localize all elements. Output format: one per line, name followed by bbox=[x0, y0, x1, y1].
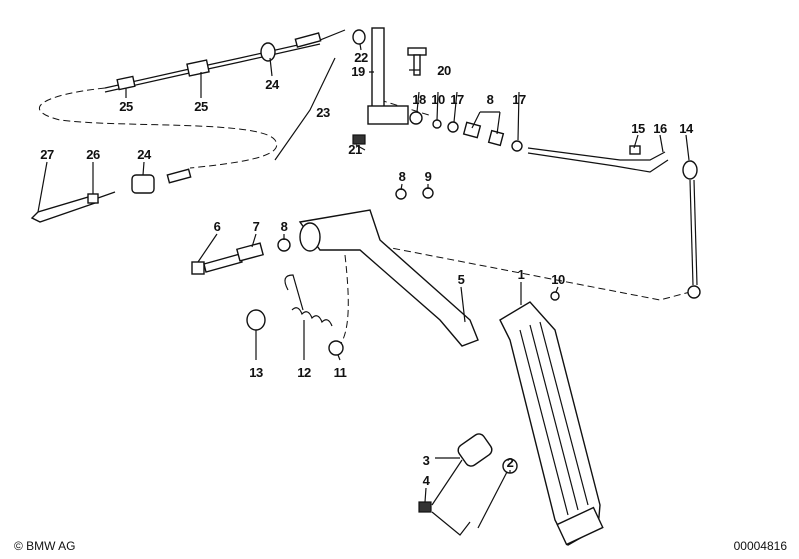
leader-lines bbox=[37, 43, 690, 503]
callout-10a: 10 bbox=[431, 92, 445, 107]
callout-25a: 25 bbox=[119, 99, 133, 114]
cable-end-parts bbox=[30, 168, 192, 223]
copyright-notice: © BMW AG bbox=[14, 539, 76, 553]
pivot-bolt bbox=[191, 238, 291, 275]
callout-11: 11 bbox=[334, 365, 347, 380]
callout-2: 2 bbox=[507, 455, 514, 470]
callout-8b: 8 bbox=[399, 169, 406, 184]
pedal-lever bbox=[298, 187, 479, 347]
callout-24a: 24 bbox=[265, 77, 280, 92]
callout-23: 23 bbox=[316, 105, 330, 120]
callout-8c: 8 bbox=[281, 219, 288, 234]
callout-1: 1 bbox=[518, 267, 525, 282]
callout-21: 21 bbox=[348, 142, 362, 157]
callout-18: 18 bbox=[412, 92, 426, 107]
callout-8a: 8 bbox=[487, 92, 494, 107]
callout-12: 12 bbox=[297, 365, 311, 380]
diagram-number: 00004816 bbox=[733, 539, 787, 553]
callout-19: 19 bbox=[351, 64, 365, 79]
callout-25b: 25 bbox=[194, 99, 208, 114]
callout-10b: 10 bbox=[551, 272, 565, 287]
pedal-stop bbox=[418, 433, 518, 536]
accelerator-pedal bbox=[499, 291, 604, 546]
callout-14: 14 bbox=[679, 121, 694, 136]
callout-6: 6 bbox=[214, 219, 221, 234]
callout-5: 5 bbox=[458, 272, 465, 287]
linkage-rod bbox=[527, 145, 701, 299]
callout-3: 3 bbox=[423, 453, 430, 468]
callout-15: 15 bbox=[631, 121, 645, 136]
callout-16: 16 bbox=[653, 121, 667, 136]
callout-labels: 25 25 24 23 22 19 20 18 10 17 8 17 15 16… bbox=[40, 50, 694, 488]
callout-4: 4 bbox=[423, 473, 431, 488]
callout-22: 22 bbox=[354, 50, 368, 65]
lever-bracket bbox=[352, 27, 427, 145]
callout-17a: 17 bbox=[450, 92, 464, 107]
callout-17b: 17 bbox=[512, 92, 526, 107]
callout-9: 9 bbox=[425, 169, 432, 184]
callout-7: 7 bbox=[253, 219, 260, 234]
throttle-cable bbox=[104, 29, 346, 161]
callout-27: 27 bbox=[40, 147, 54, 162]
callout-24b: 24 bbox=[137, 147, 152, 162]
callout-13: 13 bbox=[249, 365, 263, 380]
callout-20: 20 bbox=[437, 63, 451, 78]
callout-26: 26 bbox=[86, 147, 100, 162]
washers-bushings bbox=[409, 111, 523, 152]
return-spring bbox=[246, 274, 344, 356]
